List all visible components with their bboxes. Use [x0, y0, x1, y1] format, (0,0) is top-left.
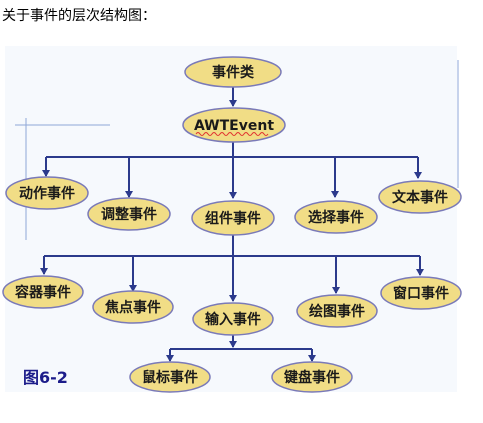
node-window-event: 窗口事件 — [380, 276, 462, 310]
node-label-input-event: 输入事件 — [205, 311, 261, 328]
node-text-event: 文本事件 — [378, 180, 462, 214]
spellcheck-underline — [195, 132, 269, 136]
node-action-event: 动作事件 — [5, 176, 89, 210]
node-label-component-event: 组件事件 — [205, 210, 261, 227]
node-adjust-event: 调整事件 — [87, 197, 171, 231]
diagram-caption: 关于事件的层次结构图： — [2, 8, 156, 24]
tree-connectors — [40, 87, 424, 362]
node-component-event: 组件事件 — [191, 200, 275, 236]
node-label-keyboard-event: 键盘事件 — [283, 369, 340, 386]
node-label-text-event: 文本事件 — [392, 189, 448, 206]
node-event-class: 事件类 — [184, 56, 282, 88]
node-label-action-event: 动作事件 — [19, 185, 75, 202]
node-mouse-event: 鼠标事件 — [129, 361, 211, 393]
node-label-container-event: 容器事件 — [14, 284, 71, 301]
node-focus-event: 焦点事件 — [92, 290, 174, 324]
node-keyboard-event: 键盘事件 — [271, 361, 353, 393]
figure-label: 图6-2 — [23, 368, 68, 387]
node-input-event: 输入事件 — [192, 302, 274, 336]
node-label-paint-event: 绘图事件 — [309, 303, 365, 320]
node-label-adjust-event: 调整事件 — [101, 206, 157, 223]
node-container-event: 容器事件 — [2, 275, 84, 309]
node-awtevent: AWTEvent — [182, 107, 286, 143]
node-label-window-event: 窗口事件 — [393, 285, 449, 302]
node-paint-event: 绘图事件 — [296, 294, 378, 328]
node-label-focus-event: 焦点事件 — [104, 299, 161, 316]
node-label-selection-event: 选择事件 — [308, 209, 364, 226]
node-label-event-class: 事件类 — [212, 64, 255, 81]
node-label-mouse-event: 鼠标事件 — [142, 369, 198, 386]
node-selection-event: 选择事件 — [294, 200, 378, 234]
node-label-awtevent: AWTEvent — [194, 118, 274, 134]
